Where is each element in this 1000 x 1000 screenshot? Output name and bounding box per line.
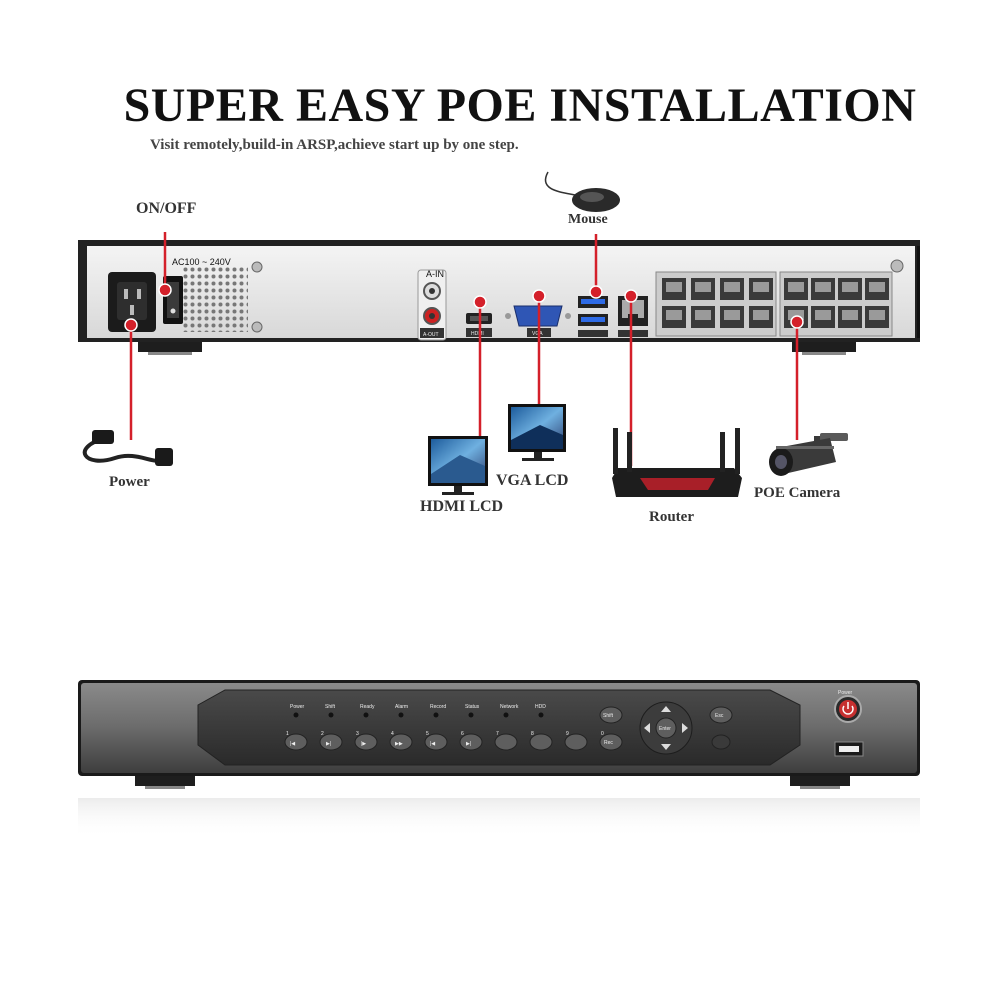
usb-ports [578, 296, 608, 337]
fan-vent [182, 266, 248, 332]
power-icon [842, 705, 854, 715]
svg-text:|◀: |◀ [430, 741, 435, 747]
enter-button-label: Enter [659, 726, 671, 732]
indicator-label: Alarm [395, 704, 408, 710]
button-number-label: 1 [286, 731, 289, 737]
power-cord-icon [82, 430, 173, 466]
vga-monitor-icon [508, 404, 566, 461]
svg-text:|◀: |◀ [290, 741, 295, 747]
mouse-label: Mouse [568, 212, 608, 227]
button-1[interactable]: |◀ [284, 733, 308, 751]
indicator-label: Ready [360, 704, 375, 710]
audio-out-label: A-OUT [423, 332, 439, 338]
router-icon [612, 428, 742, 497]
button-0[interactable] [599, 733, 623, 751]
button-number-label: 0 [601, 731, 604, 737]
button-5[interactable]: |◀ [424, 733, 448, 751]
front-power-label: Power [838, 690, 853, 696]
arrow-right-icon[interactable] [682, 723, 688, 733]
button-number-label: 9 [566, 731, 569, 737]
hdmi-port-label: HDMI [471, 331, 484, 337]
poe-camera-icon [769, 433, 848, 476]
shift-button[interactable]: Shift [599, 706, 623, 724]
button-number-label: 6 [461, 731, 464, 737]
screw-icon [251, 259, 904, 333]
esc-button[interactable]: Esc [709, 706, 733, 724]
button-number-label: 2 [321, 731, 324, 737]
svg-text:Rec: Rec [604, 740, 613, 746]
poe-camera-label: POE Camera [754, 485, 841, 501]
nvr-rear-panel: AC100 ~ 240V A-IN A-OUT HDMI [78, 240, 920, 355]
button-number-label: 7 [496, 731, 499, 737]
indicator-leds [293, 712, 544, 718]
front-power-button[interactable] [834, 695, 862, 723]
connector-lines [129, 232, 799, 466]
svg-text:▶▶: ▶▶ [395, 741, 403, 747]
playback-buttons: |◀ ▶| |▶ ▶▶ |◀ ▶| [284, 733, 623, 751]
hdmi-lcd-label: HDMI LCD [420, 498, 504, 515]
button-3[interactable]: |▶ [354, 733, 378, 751]
page-title: SUPER EASY POE INSTALLATION [123, 79, 917, 132]
button-8[interactable] [529, 733, 553, 751]
indicator-labels: Power Shift Ready Alarm Record Status Network H… [290, 704, 546, 710]
button-6[interactable]: ▶| [459, 733, 483, 751]
button-9[interactable] [564, 733, 588, 751]
svg-text:Shift: Shift [603, 713, 614, 719]
number-labels: 1 2 3 4 5 6 7 8 9 0 [286, 731, 604, 737]
rec-button[interactable]: Rec [604, 740, 613, 746]
indicator-label: Status [465, 704, 480, 710]
power-label: Power [109, 474, 150, 490]
button-number-label: 4 [391, 731, 394, 737]
button-2[interactable]: ▶| [319, 733, 343, 751]
svg-text:▶|: ▶| [466, 741, 471, 747]
hdmi-monitor-icon [428, 436, 488, 495]
jog-wheel[interactable] [711, 734, 731, 750]
indicator-label: Record [430, 704, 446, 710]
button-7[interactable] [494, 733, 518, 751]
svg-text:▶|: ▶| [326, 741, 331, 747]
voltage-label: AC100 ~ 240V [172, 257, 231, 267]
indicator-label: Network [500, 704, 519, 710]
page-subtitle: Visit remotely,build-in ARSP,achieve sta… [150, 137, 519, 153]
poe-switch-ports [655, 271, 893, 337]
rear-foot-right [792, 342, 856, 352]
vga-lcd-label: VGA LCD [496, 472, 569, 489]
vga-port-label: VGA [532, 331, 543, 337]
button-4[interactable]: ▶▶ [389, 733, 413, 751]
audio-ports: A-IN A-OUT [417, 269, 447, 341]
audio-in-label: A-IN [426, 269, 444, 279]
direction-pad[interactable]: Enter [639, 701, 693, 755]
mouse-icon [544, 171, 620, 212]
indicator-label: Shift [325, 704, 336, 710]
button-number-label: 8 [531, 731, 534, 737]
on-off-label: ON/OFF [136, 200, 197, 217]
power-inlet [108, 272, 156, 332]
indicator-label: HDD [535, 704, 546, 710]
svg-text:Esc: Esc [715, 713, 724, 719]
nvr-front-panel [78, 680, 920, 838]
button-number-label: 5 [426, 731, 429, 737]
indicator-label: Power [290, 704, 305, 710]
rear-foot-left [138, 342, 202, 352]
lan-port [618, 296, 648, 337]
router-label: Router [649, 509, 694, 525]
button-number-label: 3 [356, 731, 359, 737]
arrow-up-icon[interactable] [661, 706, 671, 712]
arrow-down-icon[interactable] [661, 744, 671, 750]
front-usb-port [834, 741, 864, 757]
arrow-left-icon[interactable] [644, 723, 650, 733]
connector-dots [124, 283, 804, 332]
svg-text:|▶: |▶ [361, 741, 366, 747]
